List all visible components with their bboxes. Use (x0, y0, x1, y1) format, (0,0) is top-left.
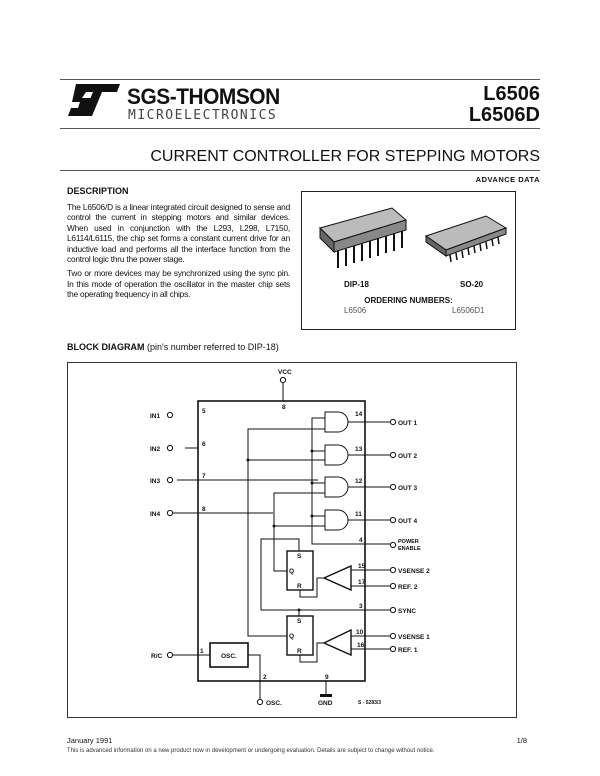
brand-subtitle: MICROELECTRONICS (128, 108, 278, 123)
ff-q-label: Q (289, 568, 294, 575)
output-label: OUT 4 (398, 518, 418, 525)
ref2-label: REF. 2 (398, 584, 418, 591)
power-enable-label: POWER (398, 539, 419, 545)
ref1-label: REF. 1 (398, 647, 418, 654)
input-label: IN3 (150, 478, 161, 485)
package-name: SO-20 (460, 280, 484, 289)
input-label: IN2 (150, 446, 161, 453)
pin-number: 17 (358, 579, 366, 586)
package-box: DIP-18 SO-20 ORDERING NUMBERS: L6506 L65… (301, 191, 516, 330)
pin-number: 1 (200, 648, 204, 655)
pin-number: 13 (355, 446, 363, 453)
output-label: OUT 2 (398, 453, 418, 460)
pin-number: 8 (282, 404, 286, 411)
status-label: ADVANCE DATA (475, 175, 540, 184)
part-number: L6506D (468, 104, 540, 126)
pin-number: 15 (358, 563, 366, 570)
and-gate (324, 444, 349, 466)
pin-number: 14 (355, 411, 363, 418)
osc-output-label: OSC. (266, 700, 282, 707)
brand-name: SGS-THOMSON (127, 84, 280, 109)
pin-number: 11 (355, 511, 362, 518)
ground-icon (320, 694, 332, 697)
ff-q-label: Q (289, 633, 294, 640)
comparator (322, 628, 352, 657)
block-diagram-heading: BLOCK DIAGRAM (pin's number referred to … (67, 342, 279, 352)
vsense2-label: VSENSE 2 (398, 568, 430, 575)
pin-number: 2 (263, 674, 267, 681)
section-heading: DESCRIPTION (67, 186, 129, 196)
heading-note: (pin's number referred to DIP-18) (147, 342, 279, 352)
pin-number: 3 (359, 603, 363, 610)
ordering-number: L6506D1 (452, 306, 485, 315)
pin-number: 10 (356, 629, 364, 636)
pin-number: 16 (357, 642, 365, 649)
power-enable-label: ENABLE (398, 546, 421, 552)
package-name: DIP-18 (344, 280, 369, 289)
document-title: CURRENT CONTROLLER FOR STEPPING MOTORS (150, 148, 540, 165)
pin-number: 9 (325, 674, 329, 681)
part-number: L6506 (483, 83, 540, 105)
ff-s-label: S (297, 553, 302, 560)
pin-number: 12 (355, 478, 363, 485)
and-gate (324, 476, 349, 498)
and-gate (324, 411, 349, 433)
sync-label: SYNC (398, 608, 416, 615)
ff-r-label: R (297, 583, 302, 590)
osc-block-label: OSC. (221, 653, 237, 660)
pin-number: 8 (202, 506, 206, 513)
pin-number: 5 (202, 408, 206, 415)
pin-number: 6 (202, 441, 206, 448)
description-text: The L6506/D is a linear integrated circu… (67, 202, 290, 304)
divider (60, 170, 540, 171)
pin-number: 4 (359, 537, 363, 544)
ordering-number: L6506 (344, 306, 367, 315)
heading-text: BLOCK DIAGRAM (67, 342, 145, 352)
ff-r-label: R (297, 648, 302, 655)
drawing-code: S - 5283/3 (358, 700, 381, 706)
ordering-heading: ORDERING NUMBERS: (364, 296, 453, 305)
input-label: IN4 (150, 511, 161, 518)
ff-s-label: S (297, 618, 302, 625)
comparator (322, 564, 352, 592)
vsense1-label: VSENSE 1 (398, 634, 430, 641)
page-number: 1/8 (516, 736, 527, 745)
divider (60, 128, 540, 129)
so20-package-image (424, 215, 508, 263)
dip18-package-image (319, 207, 408, 268)
footer-notice: This is advanced information on a new pr… (67, 748, 435, 754)
and-gate (324, 509, 349, 531)
chip-outline (197, 400, 366, 682)
pin-number: 7 (202, 473, 206, 480)
vcc-label: VCC (278, 369, 292, 376)
divider (60, 79, 540, 80)
paragraph: Two or more devices may be synchronized … (67, 268, 290, 300)
rc-label: R/C (151, 653, 163, 660)
block-diagram: VCC 8 IN1 IN2 IN3 IN4 5 6 7 8 OUT 1 OUT … (150, 369, 430, 707)
input-label: IN1 (150, 413, 161, 420)
footer-date: January 1991 (67, 736, 113, 745)
st-logo (68, 84, 120, 116)
paragraph: The L6506/D is a linear integrated circu… (67, 202, 290, 265)
block-diagram-frame (67, 362, 517, 718)
output-label: OUT 1 (398, 420, 418, 427)
gnd-label: GND (318, 700, 333, 707)
vcc-pin (279, 376, 287, 384)
output-label: OUT 3 (398, 485, 418, 492)
